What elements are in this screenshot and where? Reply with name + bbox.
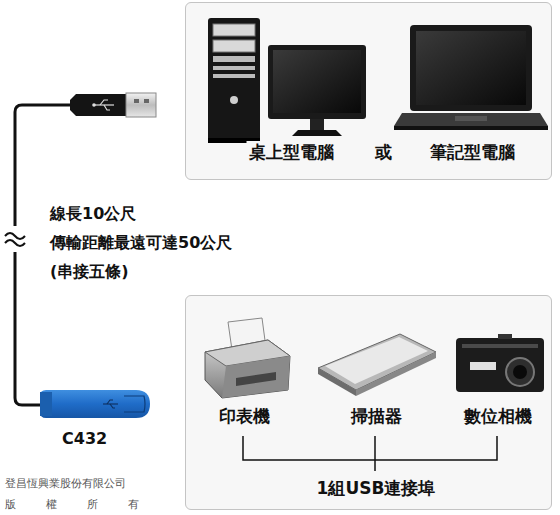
digital-camera [456,334,544,392]
device-label: 桌上型電腦 [247,141,336,164]
device-label: 掃描器 [349,405,404,428]
desktop-computer [208,18,366,143]
model-number: C432 [62,429,107,448]
device-label: 筆記型電腦 [428,141,517,164]
panel-ground [185,295,552,510]
usb-cable [5,105,72,405]
printer [205,318,290,398]
laptop-computer [394,25,548,130]
cable-length: 線長10公尺 [50,204,136,225]
transmission-distance: 傳輸距離最遠可達50公尺 [50,233,232,254]
scanner [318,334,436,396]
or-label: 或 [373,141,394,164]
usb-plug [70,93,156,117]
c432-adapter [40,390,150,418]
device-label: 印表機 [217,405,272,428]
computer-panel: 桌上型電腦 或 筆記型電腦 [185,2,552,180]
chain-note: (串接五條) [50,262,129,283]
bracket [243,436,497,471]
device-label: 數位相機 [462,405,534,428]
panel-ground [185,2,552,180]
peripheral-panel: 印表機 掃描器 數位相機 1組USB連接埠 [185,295,552,510]
port-label: 1組USB連接埠 [315,477,438,500]
copyright: 版權所有 [5,497,169,512]
company-name: 登昌恆興業股份有限公司 [5,476,126,491]
